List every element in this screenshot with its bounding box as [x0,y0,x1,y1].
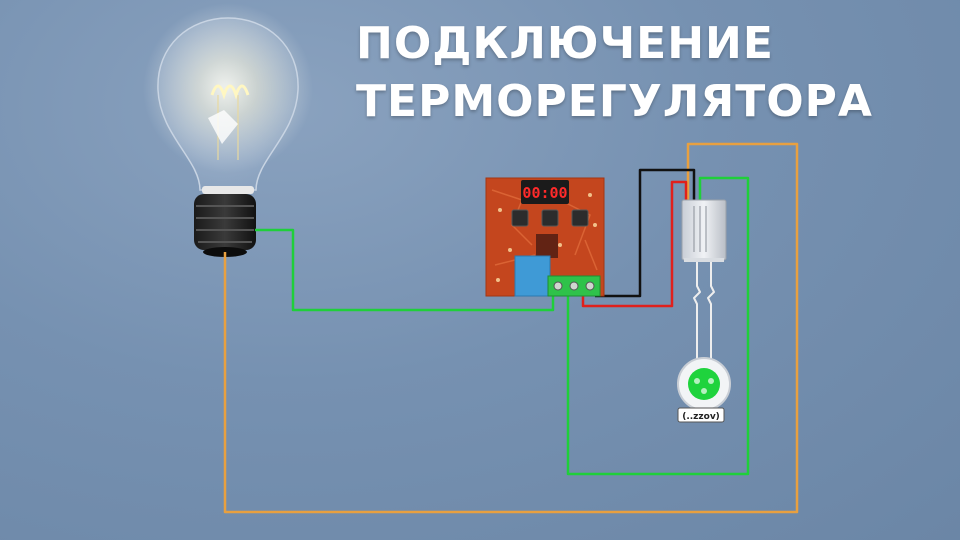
light-bulb [143,3,313,257]
wire-sensor-right [707,258,715,372]
temperature-sensor: (..zzov) [677,357,731,423]
bulb-socket [194,194,256,257]
wire-orange-outer [223,142,799,514]
wire-sensor-left [693,258,701,372]
wire-green-lamp [255,228,555,312]
button-left [511,209,529,227]
filament [210,84,250,100]
button-middle [541,209,559,227]
bulb-glass [157,17,299,191]
title-line-2: ТЕРМОРЕГУЛЯТОРА [356,76,873,127]
wire-green-bottom [566,176,750,476]
title-line-1: ПОДКЛЮЧЕНИЕ [356,18,774,69]
bulb-neck [202,186,254,194]
sensor-label-plate [677,407,725,423]
wire-black [595,168,696,298]
wires [223,142,799,514]
display-reading: 00:00 [522,184,567,202]
terminal-block [547,275,601,297]
wire-red [581,180,688,308]
button-right [571,209,589,227]
relay [514,255,551,297]
power-supply-module [681,199,727,262]
thermostat-board: 00:00 [485,177,605,297]
sensor-label: (..zzov) [682,412,720,422]
thermostat-display: 00:00 [521,180,569,204]
